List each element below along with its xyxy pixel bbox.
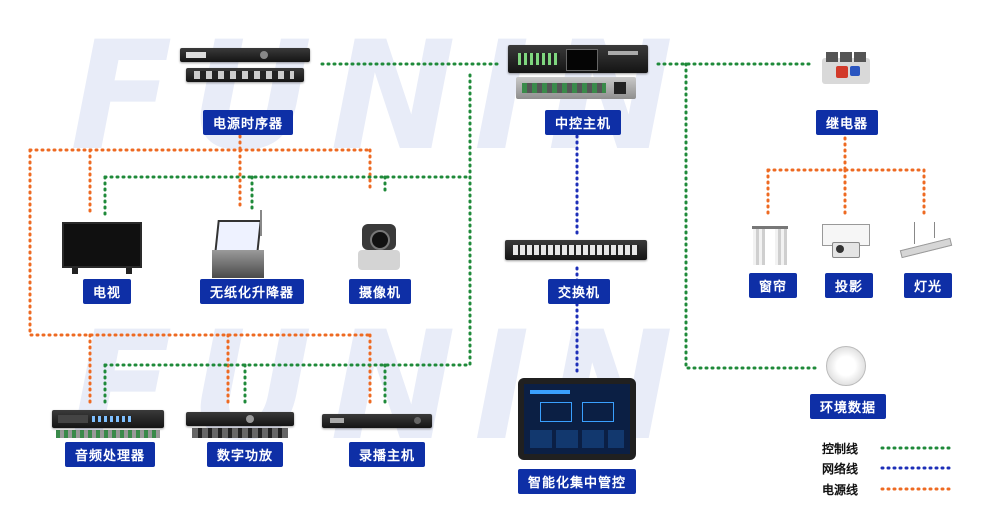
power-wires [28, 128, 952, 491]
label-central-controller: 中控主机 [545, 110, 622, 135]
network-switch-icon [505, 240, 647, 262]
label-tv: 电视 [83, 279, 132, 304]
ptz-camera-icon [358, 224, 400, 272]
rack-device-back-icon [186, 68, 304, 82]
lift-monitor-icon [212, 210, 272, 278]
controller-back-icon [516, 77, 636, 99]
audio-processor-icon [52, 410, 164, 438]
controller-front-icon [508, 45, 648, 73]
label-recorder: 录播主机 [349, 442, 426, 467]
label-power-sequencer: 电源时序器 [203, 110, 294, 135]
relay-icon [822, 52, 870, 86]
recorder-icon [322, 414, 432, 430]
label-paperless-lift: 无纸化升降器 [200, 279, 305, 304]
label-projector: 投影 [825, 273, 874, 298]
light-bar-icon [899, 222, 953, 262]
tv-icon [62, 222, 142, 274]
digital-amp-icon [186, 412, 294, 438]
label-digital-amp: 数字功放 [207, 442, 284, 467]
power-sequencer-device [180, 48, 310, 82]
legend-network-text: 网络线 [822, 462, 859, 476]
legend-control: 控制线 [822, 440, 858, 457]
rack-device-icon [180, 48, 310, 62]
touch-panel-icon [518, 378, 636, 460]
label-env-data: 环境数据 [810, 394, 887, 419]
label-camera: 摄像机 [349, 279, 412, 304]
control-wires [103, 62, 952, 450]
projector-icon [822, 224, 870, 258]
legend-power-text: 电源线 [822, 483, 859, 497]
label-audio-processor: 音频处理器 [65, 442, 156, 467]
label-relay: 继电器 [816, 110, 879, 135]
label-touch-panel: 智能化集中管控 [518, 469, 637, 494]
legend-control-text: 控制线 [822, 442, 859, 456]
legend-power: 电源线 [822, 481, 858, 498]
legend-network: 网络线 [822, 460, 858, 477]
label-switch: 交换机 [548, 279, 611, 304]
central-controller-device [508, 45, 648, 99]
label-curtain: 窗帘 [749, 273, 798, 298]
label-lighting: 灯光 [904, 273, 953, 298]
curtain-icon [752, 226, 788, 266]
sensor-icon [826, 346, 866, 386]
